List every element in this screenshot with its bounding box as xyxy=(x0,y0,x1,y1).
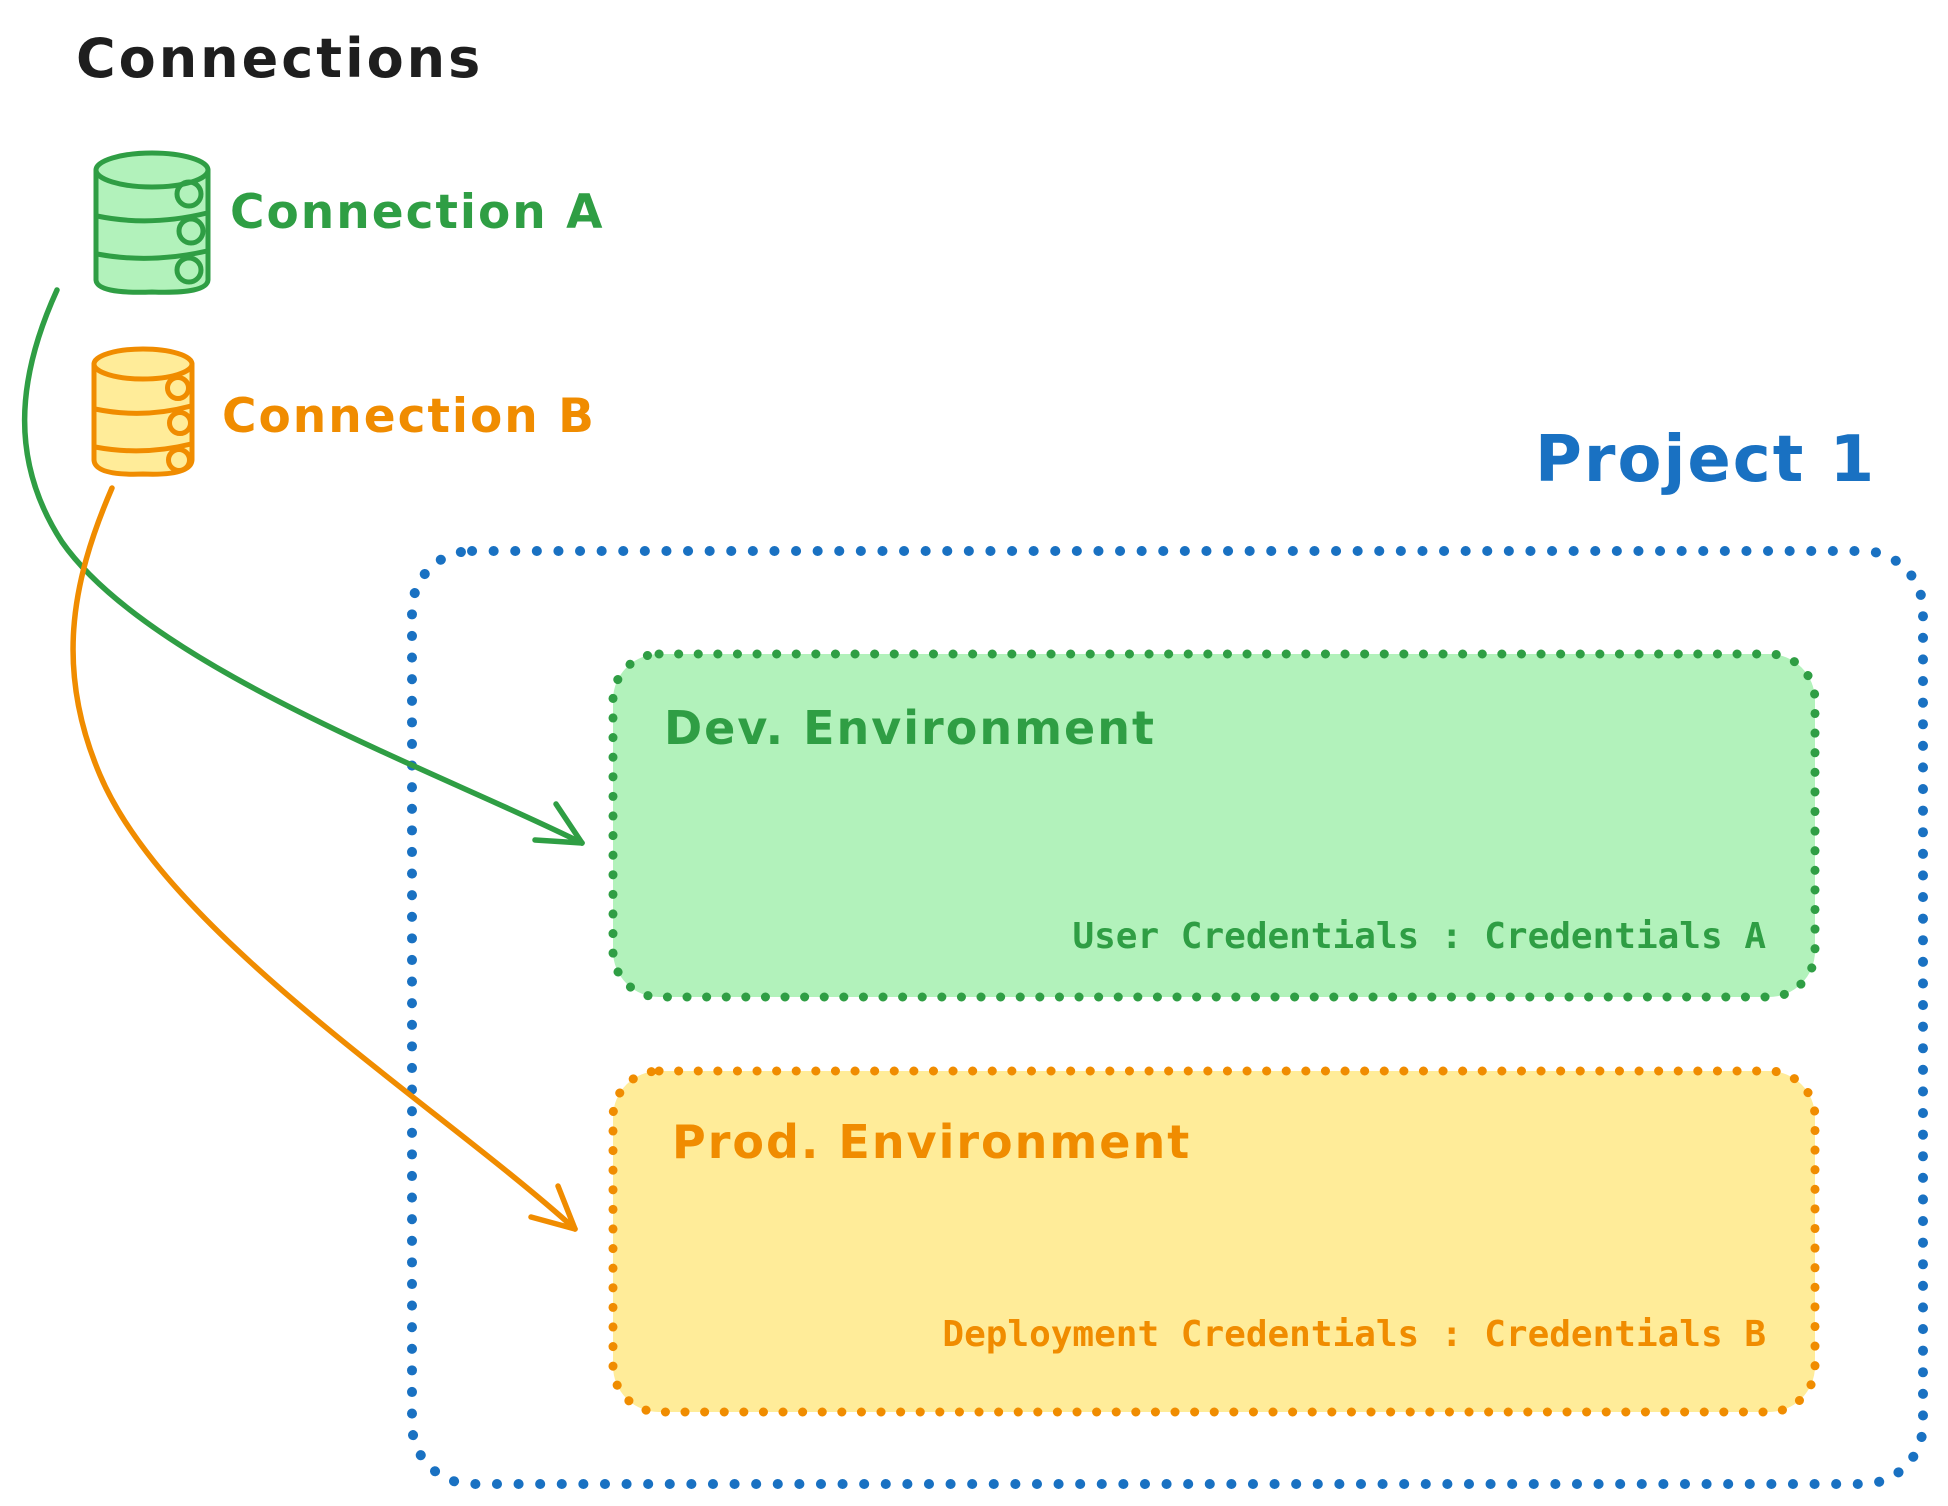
arrow-connection-a-to-dev-icon xyxy=(21,287,585,846)
connection-a-database-icon xyxy=(93,150,211,295)
connection-b-label: Connection B xyxy=(222,389,596,444)
connection-b-database-icon xyxy=(91,346,195,477)
project-1-container-box xyxy=(407,546,1928,1489)
connections-title: Connections xyxy=(76,27,484,90)
dev-environment-credentials: User Credentials : Credentials A xyxy=(1072,916,1766,957)
project-1-title: Project 1 xyxy=(1535,423,1877,497)
prod-environment-credentials: Deployment Credentials : Credentials B xyxy=(942,1314,1766,1355)
dev-environment-title: Dev. Environment xyxy=(664,701,1156,755)
prod-environment-title: Prod. Environment xyxy=(672,1115,1192,1169)
connection-a-label: Connection A xyxy=(230,185,605,240)
dev-environment-box xyxy=(608,649,1820,1002)
arrow-connection-b-to-prod-icon xyxy=(70,485,578,1232)
prod-environment-box xyxy=(608,1066,1820,1417)
